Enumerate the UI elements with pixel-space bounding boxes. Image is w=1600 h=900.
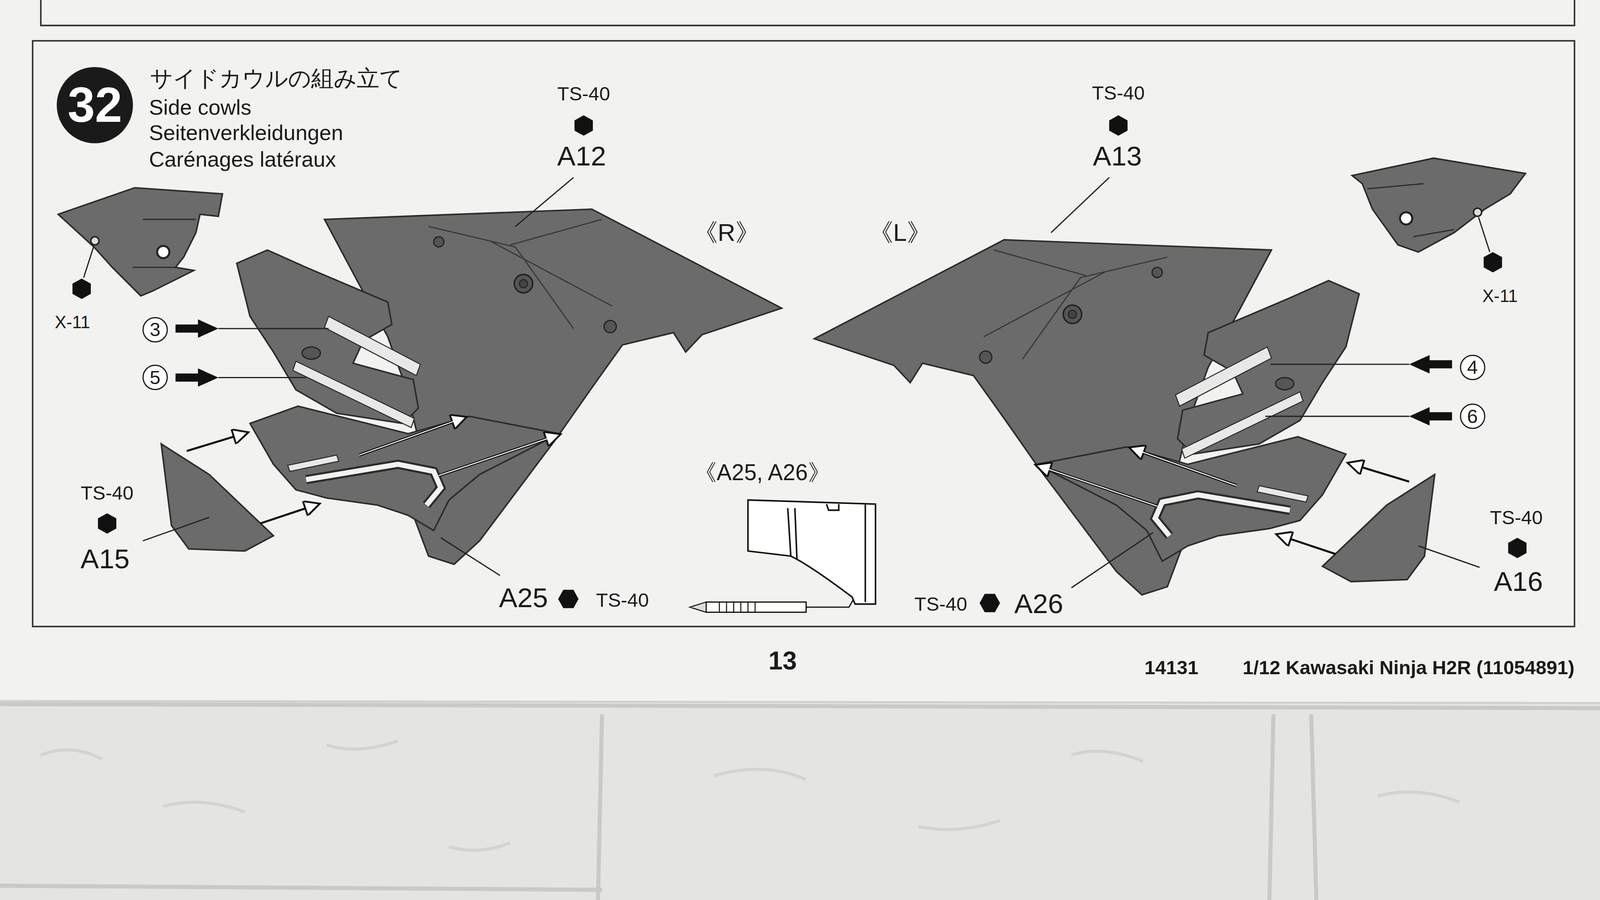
paper-edge [0,701,1600,704]
kit-number: 14131 [1144,656,1199,679]
paint-code: TS-40 [1092,81,1145,104]
part-number: A25 [498,582,549,614]
drawing-part [558,589,579,608]
paint-code: X-11 [54,312,91,333]
paint-code: TS-40 [914,592,968,616]
drawing-part [72,278,91,299]
title-ja: サイドカウルの組み立て [150,65,403,92]
wall [0,701,1600,900]
callout-pointer [175,368,219,387]
part-number: A26 [1014,588,1064,620]
page-number: 13 [768,646,797,676]
paint-dot [1473,208,1482,217]
part-number: A15 [80,543,130,575]
upper-frame [40,0,1575,26]
part-number: A16 [1494,565,1544,598]
title-en: Side cowls [148,94,252,120]
callout-number-text: 3 [149,319,161,340]
callout-pointer [1409,407,1452,426]
paint-dot [90,236,100,246]
panel-line [132,219,196,268]
paint-code: TS-40 [596,588,649,612]
wall-texture [40,740,1460,851]
right-side-parts [161,209,782,565]
kit-name: 1/12 Kawasaki Ninja H2R (11054891) [1242,656,1575,679]
leader-line [218,327,329,329]
step-number-text: 32 [67,80,123,130]
callout-pointer [1409,355,1452,374]
drawing-part [1109,115,1128,136]
paper [0,0,1600,702]
drawing-part [98,513,117,534]
inset-detail [787,503,866,602]
callout-number: 3 [142,317,168,343]
callout-number-text: 4 [1467,357,1478,377]
drawing-part [1508,537,1527,558]
hobby-knife [705,601,806,613]
side-mark: 《R》 [693,218,761,247]
panel-line [1367,183,1455,237]
leader-line [218,376,306,379]
title-de: Seitenverkleidungen [148,120,343,145]
paint-code: TS-40 [80,481,134,504]
drawing-part [979,594,1000,613]
callout-number: 6 [1459,403,1486,429]
callout-pointer [175,319,219,338]
inset-cut-line [805,600,853,608]
paint-hex [72,115,1527,613]
drawing-part [574,115,593,136]
callout-number-text: 5 [149,367,161,388]
leader-line [1265,415,1410,418]
step-frame [32,40,1575,627]
part-number: A13 [1092,140,1143,173]
fairing-right [1351,158,1526,253]
inset-title: 《A25, A26》 [694,459,831,486]
left-side-parts [814,239,1435,595]
paint-code: TS-40 [557,82,610,105]
paint-code: X-11 [1482,286,1518,306]
title-fr: Carénages latéraux [148,146,336,172]
side-mark: 《L》 [868,218,932,247]
inset-part [748,500,876,604]
callout-number-text: 6 [1467,406,1478,427]
callout-number: 4 [1459,354,1486,381]
callout-number: 5 [142,364,168,391]
part-number: A12 [557,140,607,173]
hole [1400,212,1413,225]
hole [157,246,170,259]
wall-mortar [0,703,1600,900]
paint-code: TS-40 [1490,506,1543,529]
leader-line [1270,363,1410,365]
hobby-knife [689,601,756,613]
step-number: 32 [56,67,134,144]
drawing-part [1483,251,1502,273]
